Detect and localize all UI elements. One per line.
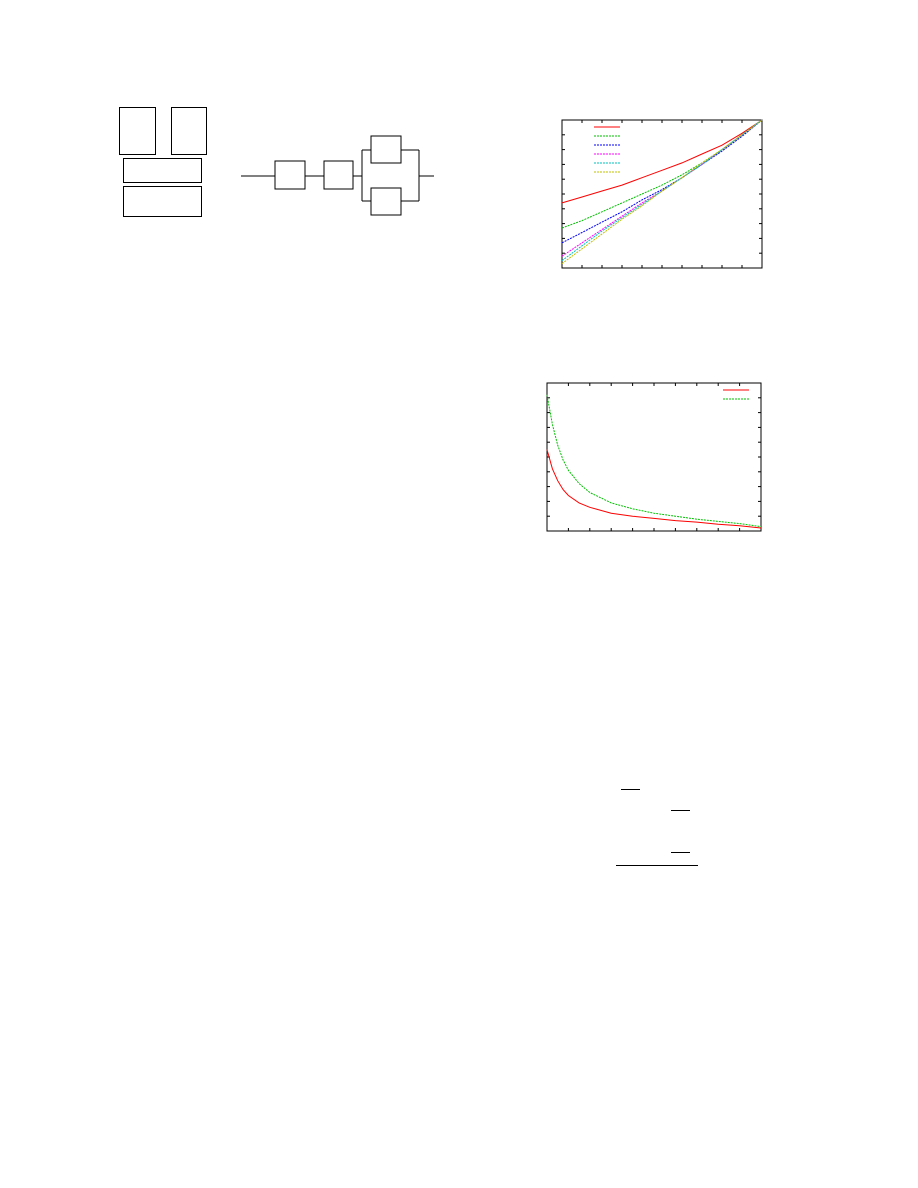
fraction-bar bbox=[671, 852, 690, 853]
diagram-block-parallel-top bbox=[370, 135, 402, 164]
fraction-bar-main bbox=[616, 865, 698, 866]
series-line-6 bbox=[561, 119, 763, 265]
series-line-5 bbox=[561, 119, 763, 262]
series-parallel-diagram bbox=[241, 135, 434, 216]
series-line-2 bbox=[561, 119, 763, 229]
diagram-box-tall-left bbox=[119, 107, 156, 155]
chart-1 bbox=[561, 119, 763, 269]
series-line-4 bbox=[561, 119, 763, 257]
fraction-bar bbox=[671, 810, 690, 811]
series-line-1 bbox=[561, 119, 763, 204]
plot-frame bbox=[546, 382, 762, 532]
series-line-3 bbox=[561, 119, 763, 244]
diagram-block-parallel-bottom bbox=[370, 187, 402, 216]
diagram-box-wide-upper bbox=[123, 158, 202, 183]
series-line-2 bbox=[546, 394, 762, 528]
diagram-block-1 bbox=[274, 160, 306, 190]
diagram-block-2 bbox=[323, 160, 354, 190]
diagram-box-wide-lower bbox=[123, 186, 202, 217]
series-line-1 bbox=[546, 449, 762, 529]
fraction-bar bbox=[621, 789, 640, 790]
diagram-box-tall-right bbox=[171, 107, 207, 155]
chart-2 bbox=[546, 382, 762, 532]
